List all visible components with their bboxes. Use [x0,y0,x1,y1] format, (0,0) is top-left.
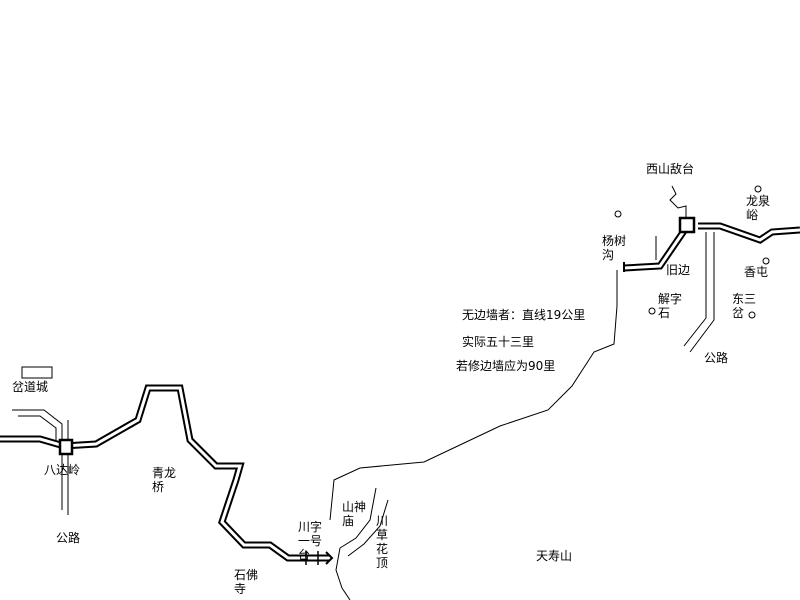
note-line-3: 若修边墙应为90里 [456,359,556,373]
chadaocheng-marker-icon [21,366,53,379]
label-xishan-ditai: 西山敌台 [646,162,695,176]
badaling-fort-icon [58,438,74,456]
note-line-1: 无边墙者：直线19公里 [462,308,586,322]
xishan-tower-icon [678,216,696,234]
road-left [12,409,69,515]
road-right [655,232,715,353]
label-shanshenmiao: 山神庙 [342,500,367,528]
label-chuan-caohuading: 川草花顶 [376,514,389,570]
label-dongsancha: 东三岔 [732,292,757,320]
great-wall-east [623,222,800,272]
label-road-right: 公路 [704,351,729,365]
label-yangshugou: 杨树沟 [602,234,627,262]
village-icon-longquanyu [754,185,762,193]
no-wall-ridge-line [329,270,618,521]
village-icon-xiangtun [762,257,770,265]
pointer-line [669,185,687,218]
great-wall-west [0,384,334,565]
note-line-2: 实际五十三里 [462,335,535,349]
label-longquanyu: 龙泉峪 [746,194,771,222]
label-badaling: 八达岭 [44,463,81,477]
stream-lines [335,487,389,600]
label-xiezishi: 解字石 [658,292,683,320]
village-icon-dongsancha [748,311,756,319]
label-qinglongqiao: 青龙桥 [152,466,177,494]
label-chadaocheng: 岔道城 [12,380,49,394]
label-jiubian: 旧边 [666,263,691,277]
label-xiangtun: 香屯 [744,265,769,279]
village-icon-xiezishi [648,307,656,315]
label-shifosi: 石佛寺 [234,568,259,596]
label-tianshoushan: 天寿山 [536,549,573,563]
label-chuanzi-yihao-tai: 川字一号台 [298,520,323,562]
village-icon-yangshugou [614,210,622,218]
label-road-left: 公路 [56,531,81,545]
